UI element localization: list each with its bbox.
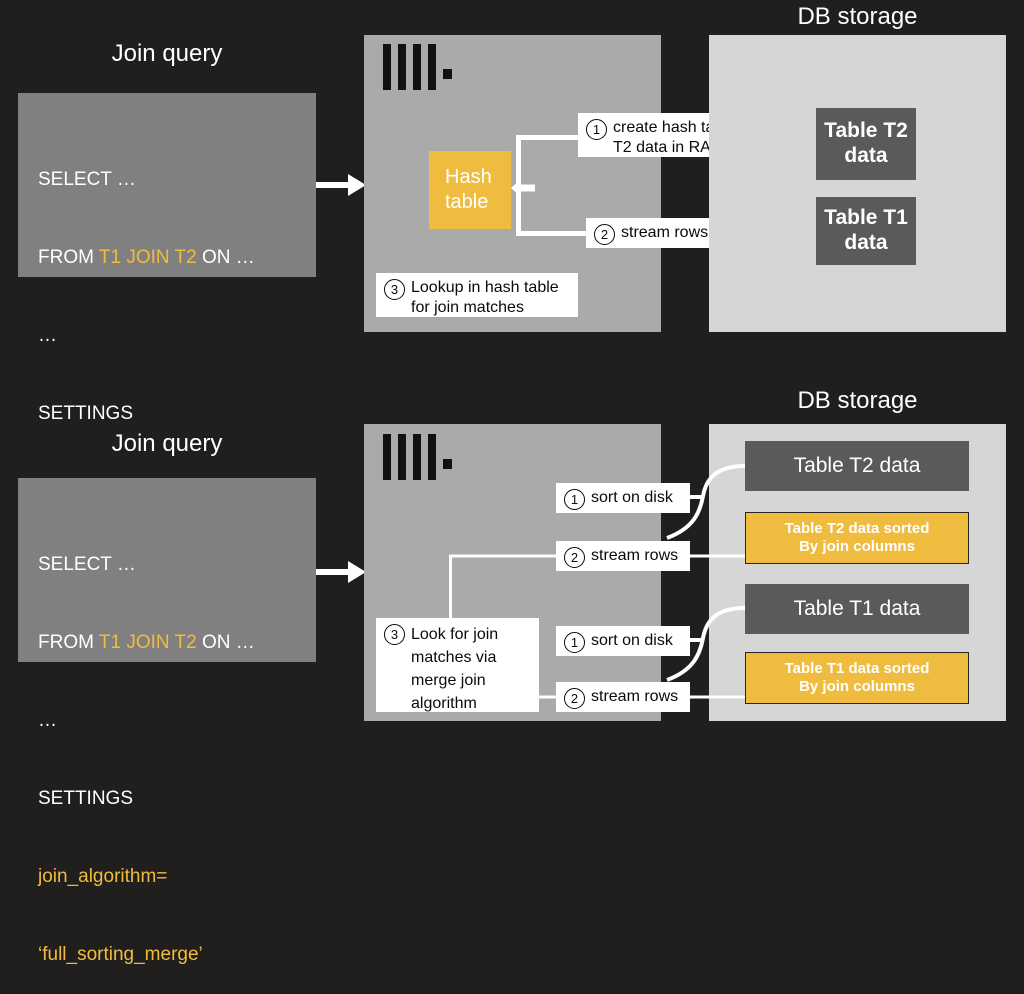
callout-text: Lookup in hash table for join matches (411, 279, 559, 316)
bottom-connectors (449, 464, 746, 699)
bottom-table-t1-sorted-box: Table T1 data sorted By join columns (745, 652, 969, 704)
top-query-line-2: FROM T1 JOIN T2 ON … (38, 245, 296, 271)
bottom-table-t2-raw-label: Table T2 data (793, 453, 921, 477)
bottom-table-t1-raw-label: Table T1 data (793, 596, 921, 620)
callout-bottom-sort-t1: 1 sort on disk (556, 626, 690, 656)
logo-bar-4 (428, 44, 436, 90)
bottom-query-line-6: ‘full_sorting_merge’ (38, 944, 203, 965)
callout-number: 1 (586, 119, 607, 140)
bottom-table-t2-sorted-box: Table T2 data sorted By join columns (745, 512, 969, 564)
top-query-from: FROM (38, 247, 99, 268)
top-connector-hash-lead (519, 185, 527, 191)
bottom-query-line-3: … (38, 710, 57, 731)
bottom-table-t1-sorted-label: Table T1 data sorted By join columns (785, 660, 930, 696)
callout-bottom-stream-t1: 2 stream rows (556, 682, 690, 712)
bottom-table-t2-sorted-line1: Table T2 data sorted (784, 520, 930, 537)
bottom-table-t2-raw-box: Table T2 data (745, 441, 969, 491)
hash-table-label: Hash table (445, 166, 492, 213)
bottom-join-query-heading: Join query (111, 430, 223, 457)
top-query-line-1: SELECT … (38, 169, 136, 190)
bottom-query-line-4: SETTINGS (38, 788, 134, 809)
logo-bar-3 (413, 434, 421, 480)
bottom-table-t2-sorted-line2: By join columns (799, 538, 915, 555)
callout-bottom-stream-t2: 2 stream rows (556, 541, 690, 571)
top-db-storage-panel (709, 35, 1006, 332)
bottom-db-storage-heading: DB storage (797, 387, 918, 414)
bottom-query-from: FROM (38, 632, 99, 653)
logo-dot (443, 459, 452, 469)
bottom-query-line-1: SELECT … (38, 554, 136, 575)
clickhouse-logo (383, 44, 453, 90)
hash-table-box: Hash table (429, 151, 511, 229)
callout-number: 1 (564, 632, 585, 653)
callout-number: 3 (384, 279, 405, 300)
top-table-t1-label: Table T1 data (824, 206, 908, 254)
callout-text: stream rows (591, 547, 679, 564)
callout-number: 2 (564, 688, 585, 709)
bottom-query-line-2: FROM T1 JOIN T2 ON … (38, 630, 296, 656)
top-db-storage-heading: DB storage (797, 3, 918, 30)
logo-bar-3 (413, 44, 421, 90)
bottom-query-line-5: join_algorithm= (38, 866, 168, 887)
callout-number: 2 (564, 547, 585, 568)
callout-number: 1 (564, 489, 585, 510)
callout-text: Look for join matches via merge join alg… (411, 626, 499, 712)
top-table-t2-label: Table T2 data (824, 119, 908, 167)
callout-bottom-merge: 3 Look for join matches via merge join a… (376, 618, 539, 712)
callout-text: stream rows (591, 688, 679, 705)
bottom-table-t2-sorted-label: Table T2 data sorted By join columns (785, 520, 930, 556)
logo-bar-1 (383, 434, 391, 480)
top-connector-step1-stub (516, 135, 580, 140)
clickhouse-logo (383, 434, 453, 480)
top-query-line-4: SETTINGS (38, 403, 134, 424)
top-table-t2-box: Table T2 data (816, 108, 916, 180)
bottom-query-on: ON … (196, 632, 255, 653)
top-connector-step2-stub (516, 231, 586, 236)
logo-bar-2 (398, 434, 406, 480)
callout-text: sort on disk (591, 632, 673, 649)
top-query-to-engine-arrow (316, 174, 366, 196)
logo-bar-4 (428, 434, 436, 480)
bottom-query-join-clause: T1 JOIN T2 (98, 632, 197, 653)
bottom-table-t1-sorted-line1: Table T1 data sorted (784, 660, 930, 677)
top-query-on: ON … (196, 247, 255, 268)
callout-number: 2 (594, 224, 615, 245)
logo-bar-1 (383, 44, 391, 90)
logo-bar-2 (398, 44, 406, 90)
top-table-t1-box: Table T1 data (816, 197, 916, 265)
bottom-query-to-engine-arrow (316, 561, 366, 583)
top-join-query-heading: Join query (111, 40, 223, 67)
top-query-join-clause: T1 JOIN T2 (98, 247, 197, 268)
callout-top-step-3: 3 Lookup in hash table for join matches (376, 273, 578, 317)
bottom-table-t1-sorted-line2: By join columns (799, 678, 915, 695)
callout-text: sort on disk (591, 489, 673, 506)
callout-number: 3 (384, 624, 405, 645)
callout-text: stream rows (621, 224, 709, 241)
logo-dot (443, 69, 452, 79)
top-query-box: SELECT … FROM T1 JOIN T2 ON … … SETTINGS… (18, 93, 316, 502)
top-query-line-3: … (38, 325, 57, 346)
callout-bottom-sort-t2: 1 sort on disk (556, 483, 690, 513)
bottom-table-t1-raw-box: Table T1 data (745, 584, 969, 634)
